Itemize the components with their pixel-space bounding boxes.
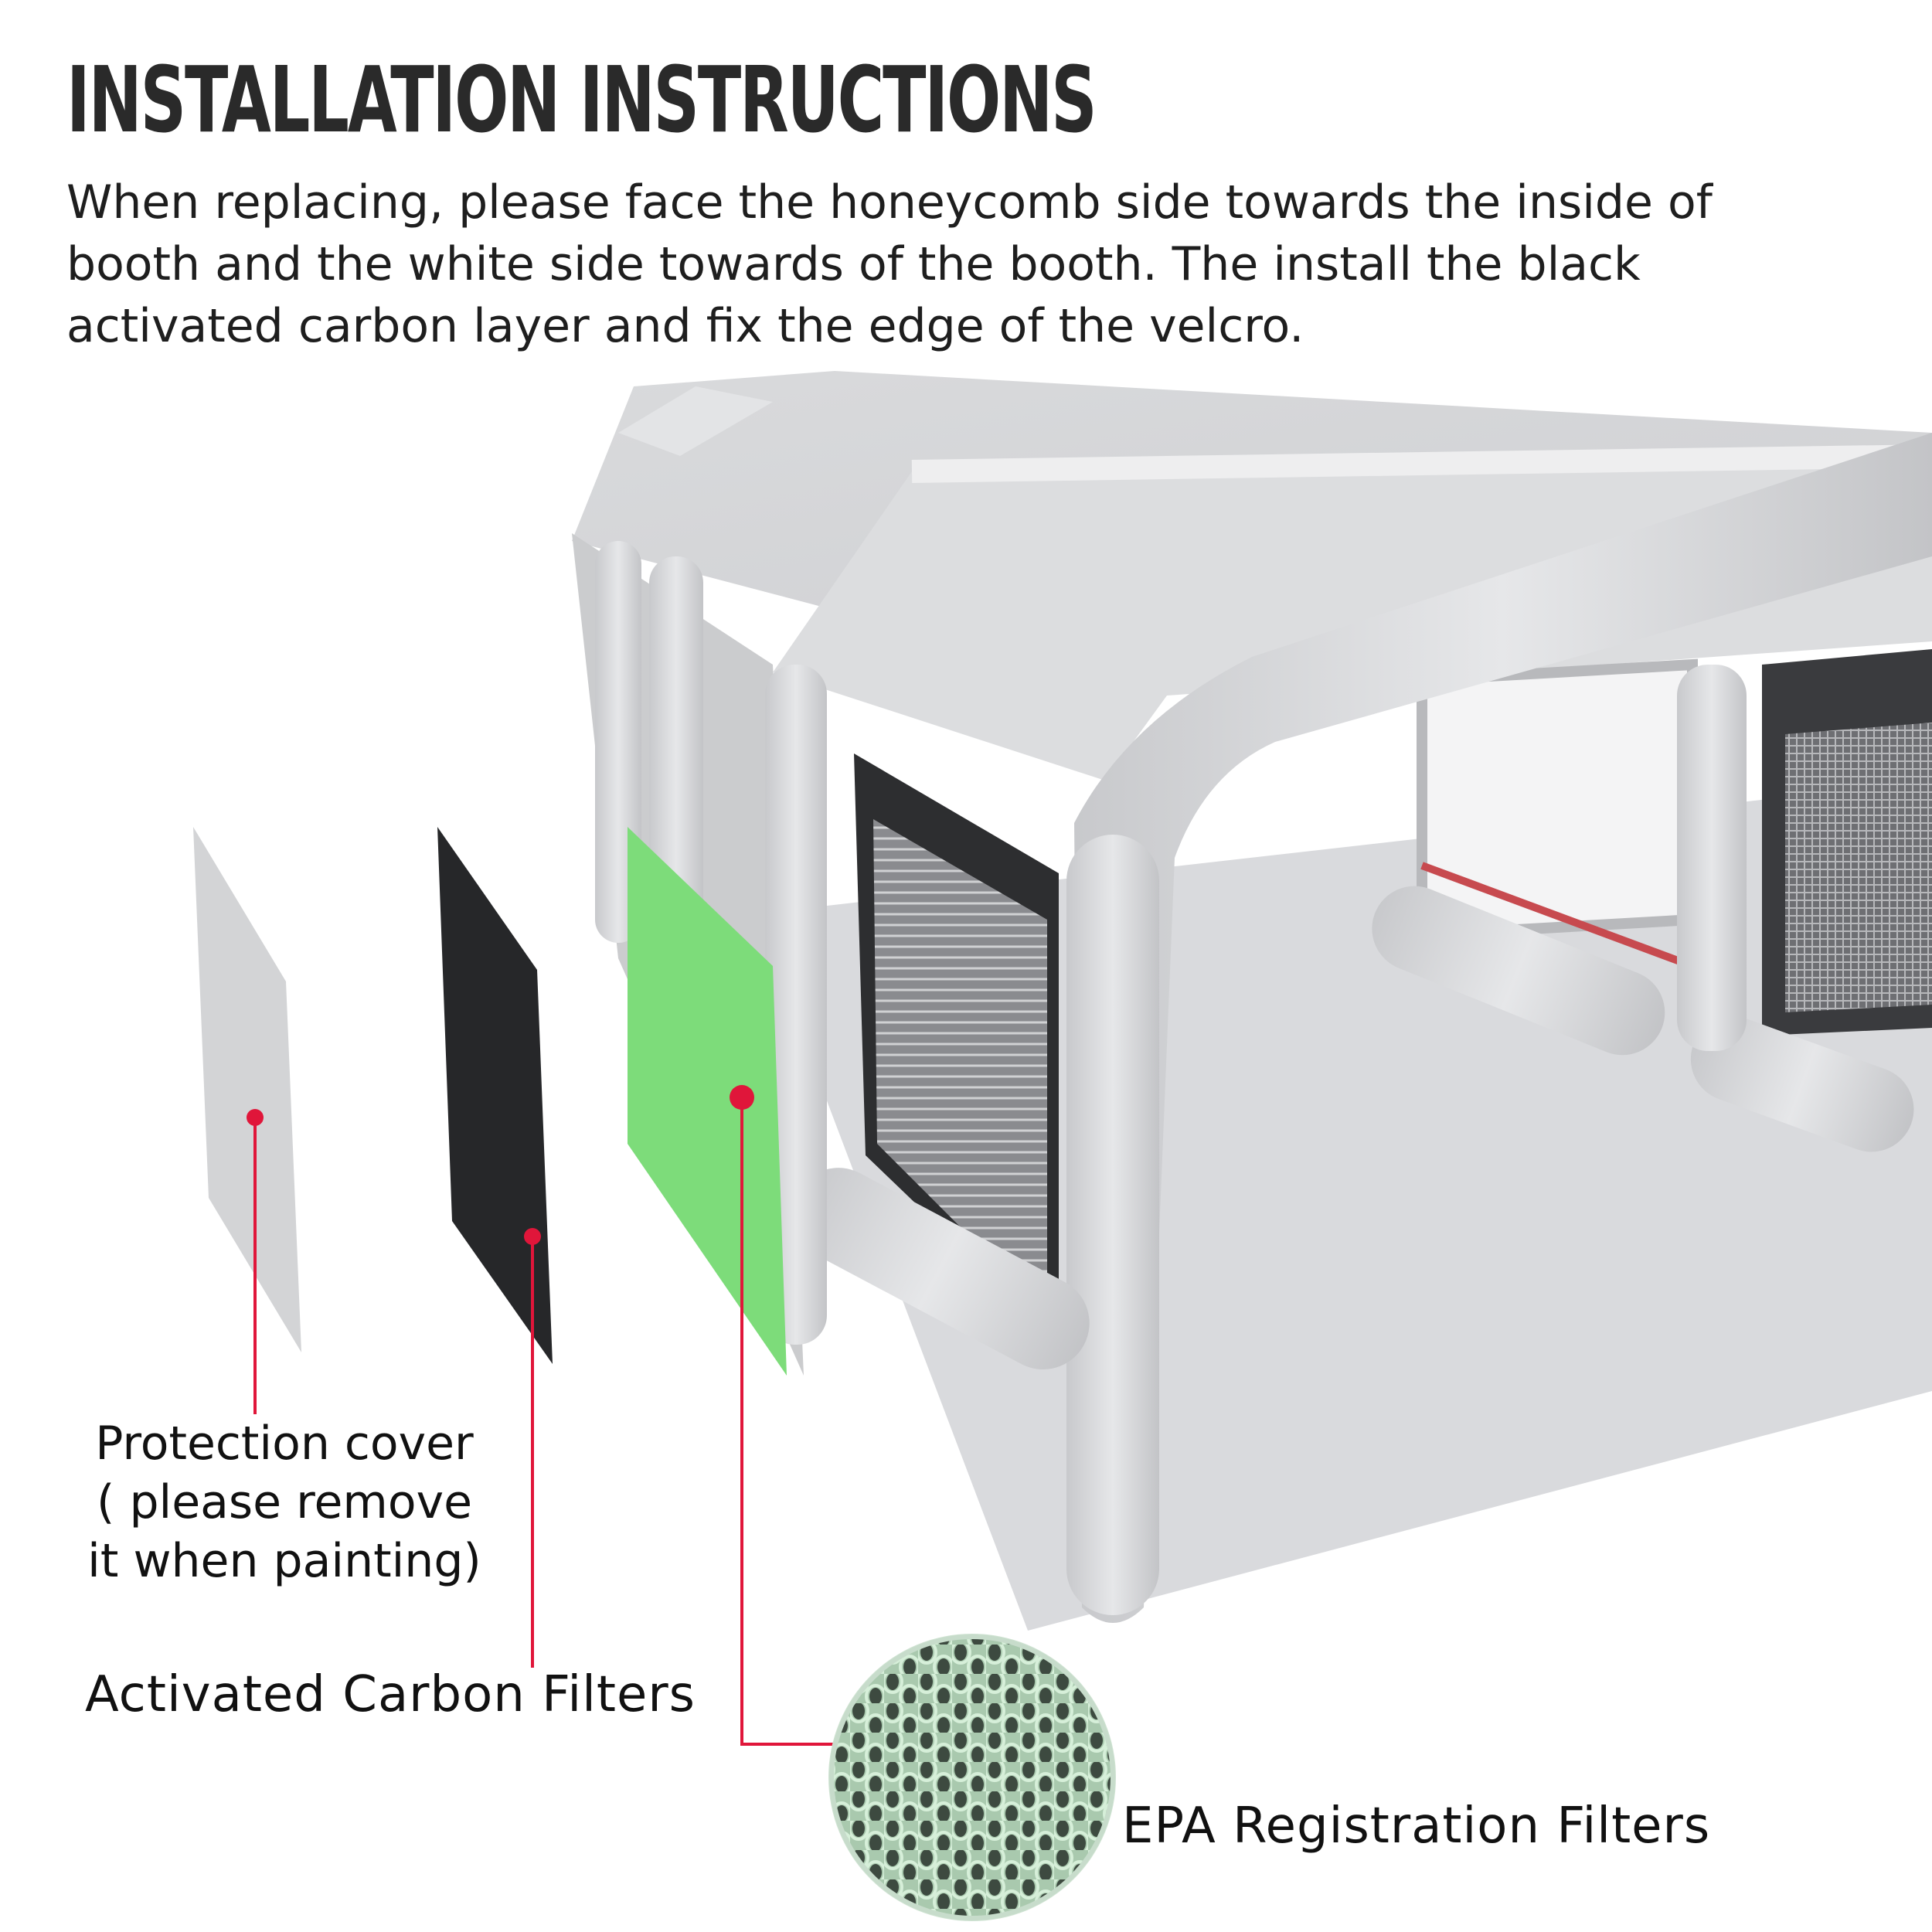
dot-carbon <box>524 1228 541 1245</box>
page-title: INSTALLATION INSTRUCTIONS <box>66 46 1097 153</box>
dot-epa <box>730 1085 754 1110</box>
epa-filter-panel <box>628 827 787 1376</box>
label-line: it when painting) <box>87 1534 481 1588</box>
epa-filter-label: EPA Registration Filters <box>1122 1798 1711 1855</box>
label-line: Protection cover <box>95 1417 474 1471</box>
carbon-filter-label: Activated Carbon Filters <box>85 1666 696 1723</box>
protection-cover-label: Protection cover ( please remove it when… <box>68 1414 501 1590</box>
instruction-line: booth and the white side towards of the … <box>66 237 1641 291</box>
label-line: ( please remove <box>96 1475 472 1529</box>
instruction-line: When replacing, please face the honeycom… <box>66 175 1713 230</box>
leader-lines <box>253 1097 854 1746</box>
honeycomb-texture-magnifier <box>828 1634 1116 1921</box>
instruction-text: When replacing, please face the honeycom… <box>66 172 1890 357</box>
inner-window <box>1417 658 1698 941</box>
dot-protection <box>247 1109 264 1126</box>
carbon-filter-panel <box>437 827 553 1364</box>
protection-cover-panel <box>193 827 301 1352</box>
leader-epa <box>740 1097 854 1746</box>
front-arch-tube <box>1074 433 1932 1623</box>
instruction-line: activated carbon layer and fix the edge … <box>66 299 1304 353</box>
